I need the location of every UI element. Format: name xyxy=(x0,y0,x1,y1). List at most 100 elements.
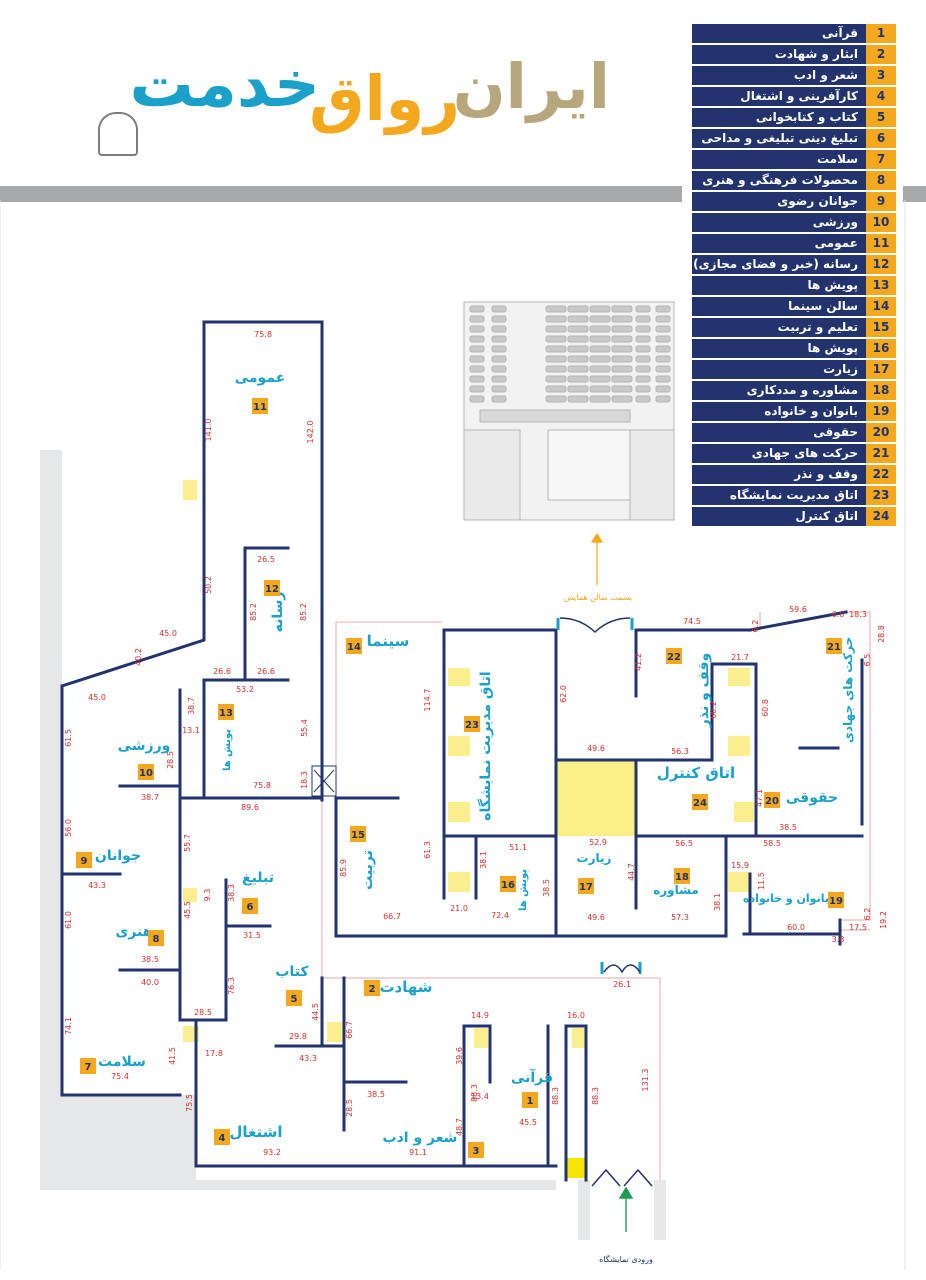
hall-seat xyxy=(589,355,611,363)
dimension-label: 19.2 xyxy=(879,911,888,929)
hall-seat xyxy=(635,345,651,353)
dimension-label: 85.9 xyxy=(339,859,348,877)
dimension-label: 60.0 xyxy=(787,923,805,932)
walls xyxy=(60,320,864,1182)
corridor-left xyxy=(40,450,556,1190)
legend-number: 16 xyxy=(866,339,896,358)
room-number-badge xyxy=(346,638,362,654)
dimension-label: 38.1 xyxy=(713,893,722,911)
dimension-label: 6.2 xyxy=(863,908,872,921)
legend-name: وقف و نذر xyxy=(692,465,866,484)
dimension-label: 38.1 xyxy=(479,851,488,869)
hall-seat xyxy=(567,315,589,323)
room-number: 18 xyxy=(675,872,689,883)
hall-seat xyxy=(611,325,633,333)
hall-seat xyxy=(611,355,633,363)
hall-seat xyxy=(655,365,671,373)
hall-seat xyxy=(469,365,485,373)
hall-seat xyxy=(567,345,589,353)
room-number-badge xyxy=(218,704,234,720)
legend-number: 9 xyxy=(866,192,896,211)
hall-seat xyxy=(491,315,507,323)
hall-seat xyxy=(589,325,611,333)
hall-seat xyxy=(635,305,651,313)
dimension-label: 62.0 xyxy=(559,685,568,703)
dimension-label: 55.4 xyxy=(300,719,309,737)
hall-seat xyxy=(655,335,671,343)
room-name: اشتغال xyxy=(229,1123,282,1141)
dimension-label: 14.9 xyxy=(471,1011,489,1020)
hall-direction-label: بسمت سالن همایش xyxy=(564,593,632,602)
hall-seat xyxy=(611,365,633,373)
dimension-label: 15.9 xyxy=(731,861,749,870)
room-number: 17 xyxy=(579,882,593,893)
dimension-label: 61.0 xyxy=(64,911,73,929)
dimension-label: 38.5 xyxy=(542,879,551,897)
room-number-badge xyxy=(578,878,594,894)
room-number: 23 xyxy=(465,720,479,731)
legend-number: 5 xyxy=(866,108,896,127)
room-number-badge xyxy=(350,826,366,842)
hall-seat xyxy=(567,365,589,373)
dimension-label: 56.5 xyxy=(675,839,693,848)
room-number-badge xyxy=(500,876,516,892)
room-name: پویش ها xyxy=(222,729,233,771)
hall-seat xyxy=(635,355,651,363)
dimension-label: 76.3 xyxy=(227,977,236,995)
hall-seat xyxy=(469,355,485,363)
logo: ایران رواق خدمت xyxy=(80,42,610,172)
dimension-label: 44.7 xyxy=(627,863,636,881)
legend-number: 13 xyxy=(866,276,896,295)
dimension-label: 31.5 xyxy=(243,931,261,940)
hall-seat xyxy=(589,335,611,343)
room-name: حقوقی xyxy=(786,790,838,806)
dimension-label: 43.3 xyxy=(88,881,106,890)
dimension-label: 48.7 xyxy=(455,1118,464,1136)
dimension-label: 39.6 xyxy=(455,1047,464,1065)
hall-seat xyxy=(655,375,671,383)
legend-number: 3 xyxy=(866,66,896,85)
hall-seat xyxy=(469,345,485,353)
hall-seat xyxy=(635,365,651,373)
dimension-label: 75.5 xyxy=(185,1094,194,1112)
room-number-badge xyxy=(674,868,690,884)
room-number: 13 xyxy=(219,708,233,719)
dimension-label: 58.5 xyxy=(763,839,781,848)
hall-seat xyxy=(545,355,567,363)
room-name: شهادت xyxy=(379,978,432,996)
legend-name: کارآفرینی و اشتغال xyxy=(692,87,866,106)
legend-number: 11 xyxy=(866,234,896,253)
corridor-bottom xyxy=(180,1095,196,1185)
dimension-label: 56.3 xyxy=(671,747,689,756)
room-name: پویش ها xyxy=(518,869,529,911)
dimension-label: 50.2 xyxy=(204,576,213,594)
hall-seat xyxy=(545,335,567,343)
hall-seat xyxy=(545,385,567,393)
hall-seat xyxy=(469,315,485,323)
legend-name: حقوقی xyxy=(692,423,866,442)
dimension-label: 52.9 xyxy=(589,838,607,847)
legend-number: 6 xyxy=(866,129,896,148)
hall-seat xyxy=(469,335,485,343)
legend-name: اتاق کنترل xyxy=(692,507,866,526)
hall-seat xyxy=(545,325,567,333)
hall-seat xyxy=(655,355,671,363)
legend-name: ورزشی xyxy=(692,213,866,232)
hall-seat xyxy=(611,345,633,353)
hall-seat xyxy=(567,355,589,363)
hall-seat xyxy=(635,395,651,403)
room-name: وقف و نذر xyxy=(696,653,712,728)
dimension-label: 141.0 xyxy=(204,419,213,442)
hall-seat xyxy=(491,345,507,353)
dimension-label: 41.2 xyxy=(634,653,643,671)
dimension-label: 45.5 xyxy=(519,1118,537,1127)
room-number: 19 xyxy=(829,896,843,907)
dimension-label: 13.1 xyxy=(182,726,200,735)
room-name: مشاوره xyxy=(653,883,699,898)
dimension-label: 21.0 xyxy=(450,904,468,913)
